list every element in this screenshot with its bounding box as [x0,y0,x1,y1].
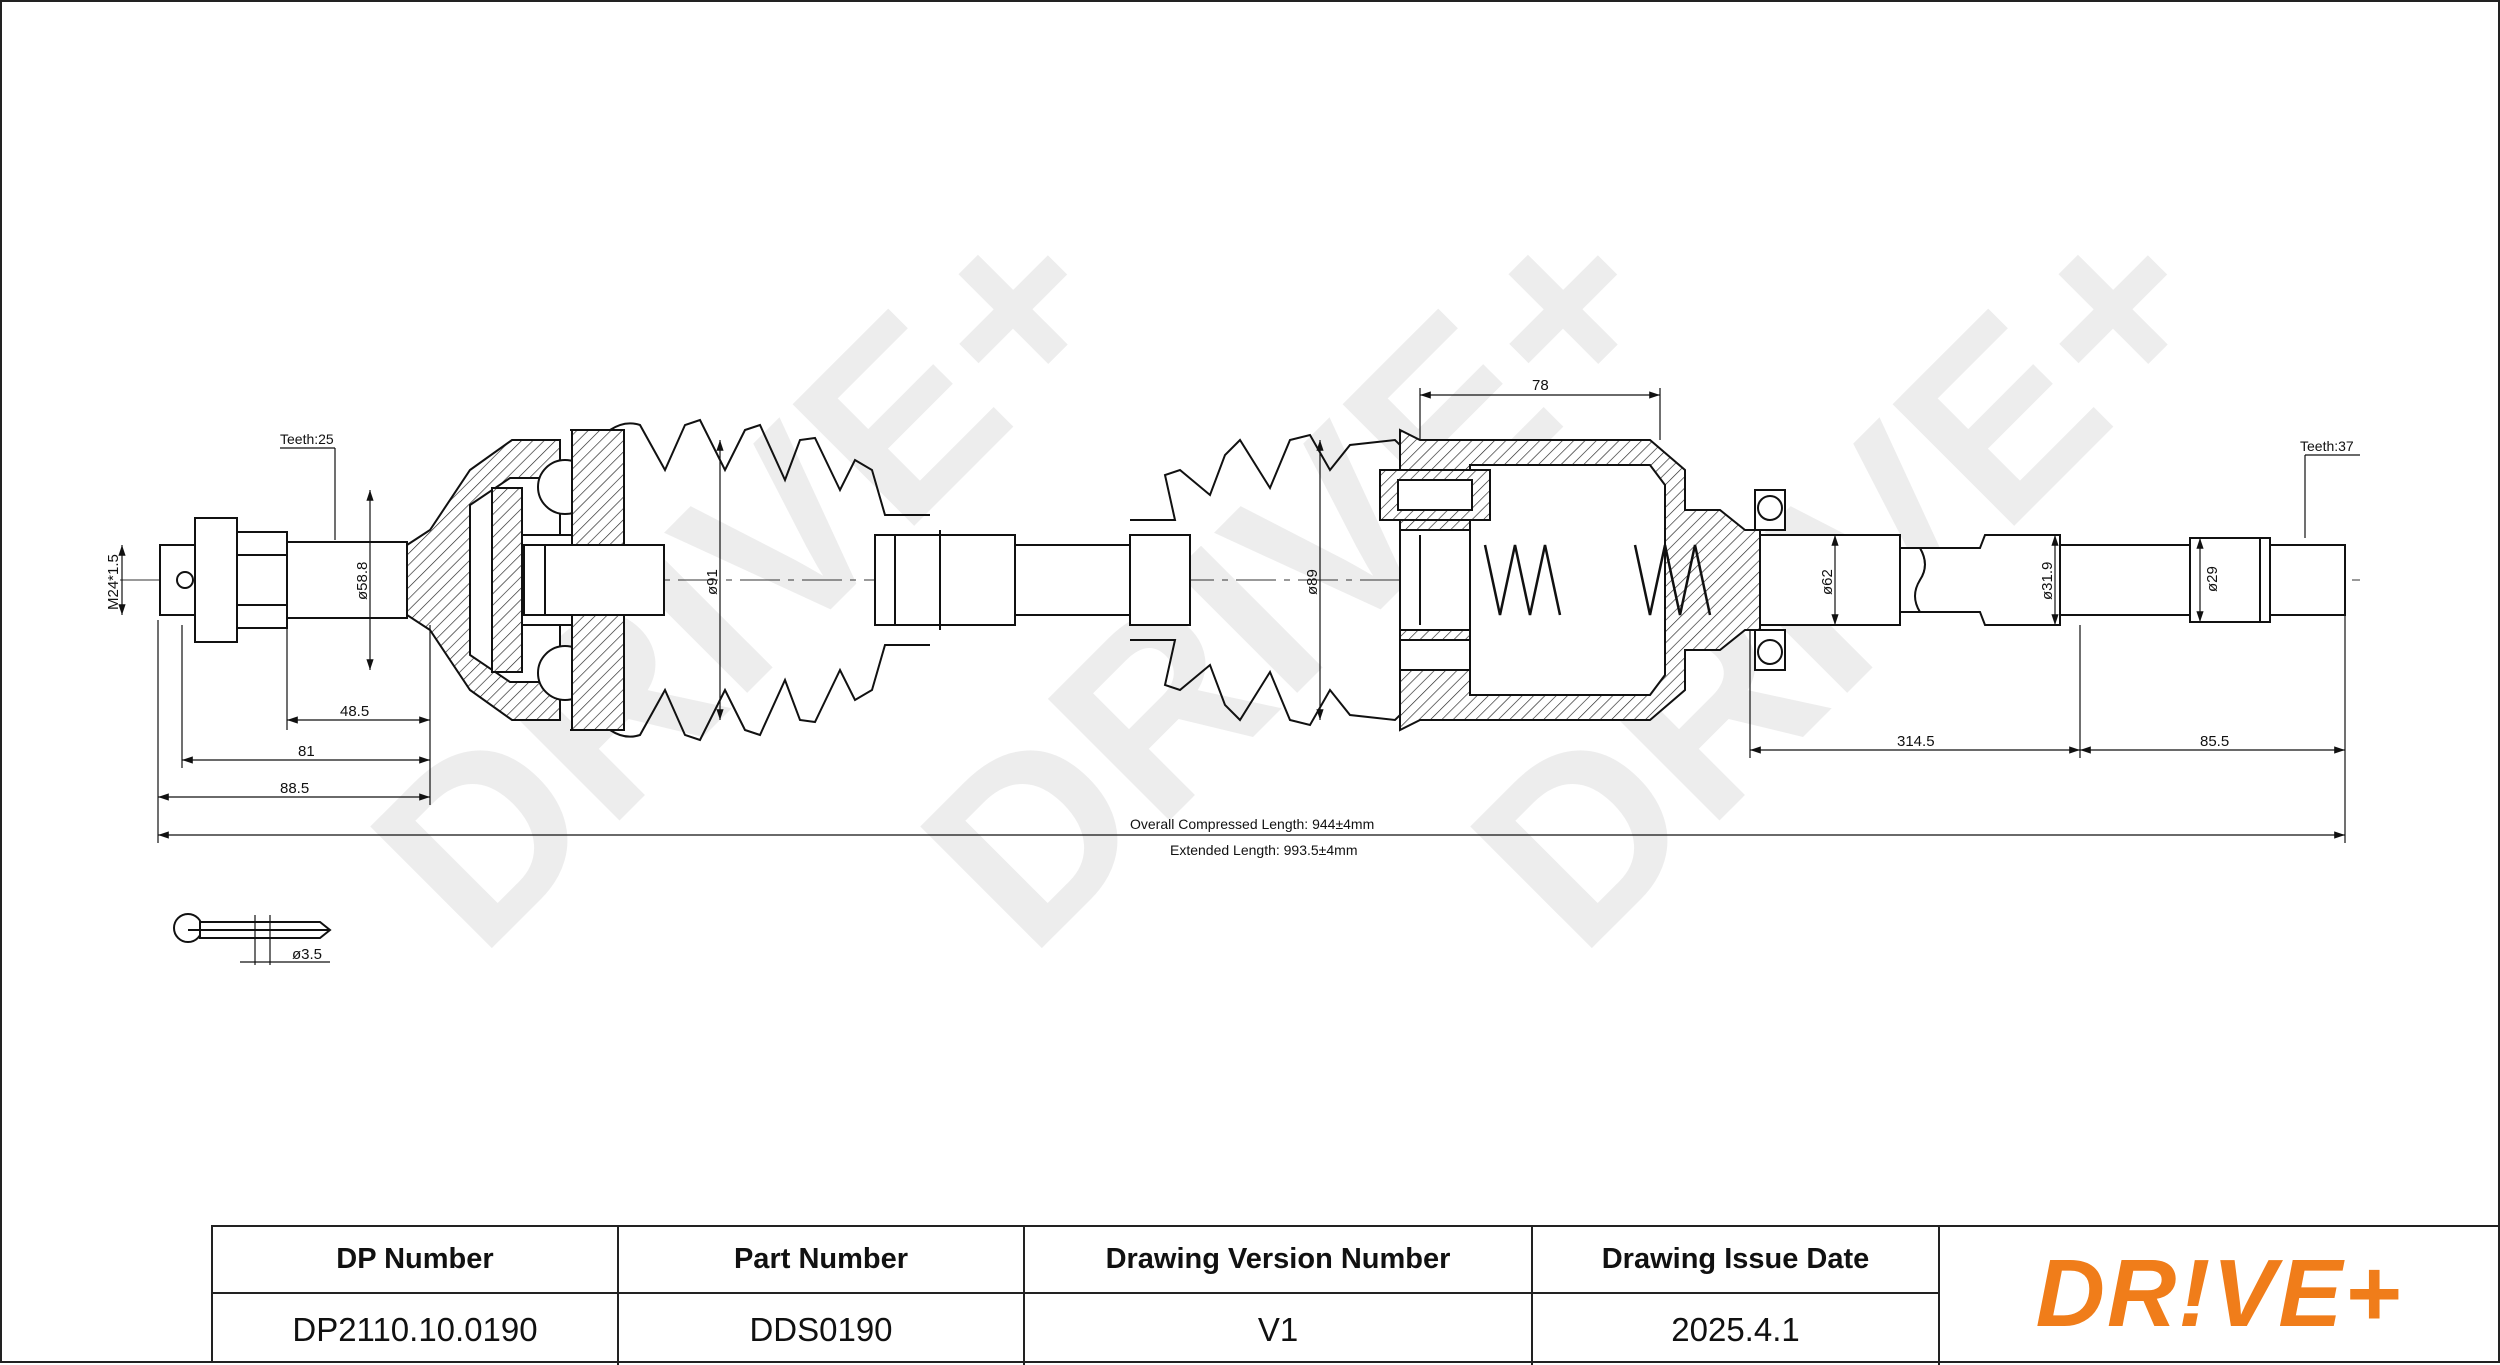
header-dp-number: DP Number [213,1227,619,1294]
spring-right [1633,544,1712,616]
dim-dia-58-8: ø58.8 [354,562,371,600]
left-boot-top [570,418,930,516]
dim-len-48-5: 48.5 [340,703,369,720]
dim-teeth-right: Teeth:37 [2300,438,2354,454]
left-cv-joint [406,429,665,731]
dim-extended: Extended Length: 993.5±4mm [1170,842,1357,858]
dim-len-314-5: 314.5 [1897,733,1935,750]
dim-len-85-5: 85.5 [2200,733,2229,750]
right-stub [1759,534,2346,626]
left-stub [159,517,408,643]
value-dp-number: DP2110.10.0190 [213,1294,619,1365]
dim-dia-62: ø62 [1819,569,1836,595]
value-drawing-version: V1 [1025,1294,1533,1365]
title-block: DP Number Part Number Drawing Version Nu… [211,1225,2500,1365]
brand-logo-text: DR!VE+ [2035,1240,2403,1347]
dim-pin-dia: ø3.5 [292,946,322,963]
dim-thread: M24*1.5 [105,554,122,610]
dim-dia-31-9: ø31.9 [2039,562,2056,600]
brand-logo: DR!VE+ [1938,1225,2500,1363]
shaft [874,530,1191,630]
right-boot-bottom [1130,639,1411,727]
spring-left [1483,544,1562,616]
dim-dia-29: ø29 [2204,566,2221,592]
header-issue-date: Drawing Issue Date [1533,1227,1940,1294]
split-pin-detail [173,913,332,965]
value-issue-date: 2025.4.1 [1533,1294,1940,1365]
dim-dia-89: ø89 [1304,569,1321,595]
left-boot-bottom [570,644,930,742]
header-part-number: Part Number [619,1227,1025,1294]
header-drawing-version: Drawing Version Number [1025,1227,1533,1294]
right-tripod-housing [1379,428,1786,732]
dim-len-81: 81 [298,743,315,760]
dim-teeth-left: Teeth:25 [280,431,334,447]
value-part-number: DDS0190 [619,1294,1025,1365]
dim-overall-compressed: Overall Compressed Length: 944±4mm [1130,816,1374,832]
dimension-lines [118,388,2360,843]
dim-dia-91: ø91 [704,569,721,595]
dim-len-88-5: 88.5 [280,780,309,797]
right-boot-top [1130,433,1411,521]
dim-len-78: 78 [1532,377,1549,394]
